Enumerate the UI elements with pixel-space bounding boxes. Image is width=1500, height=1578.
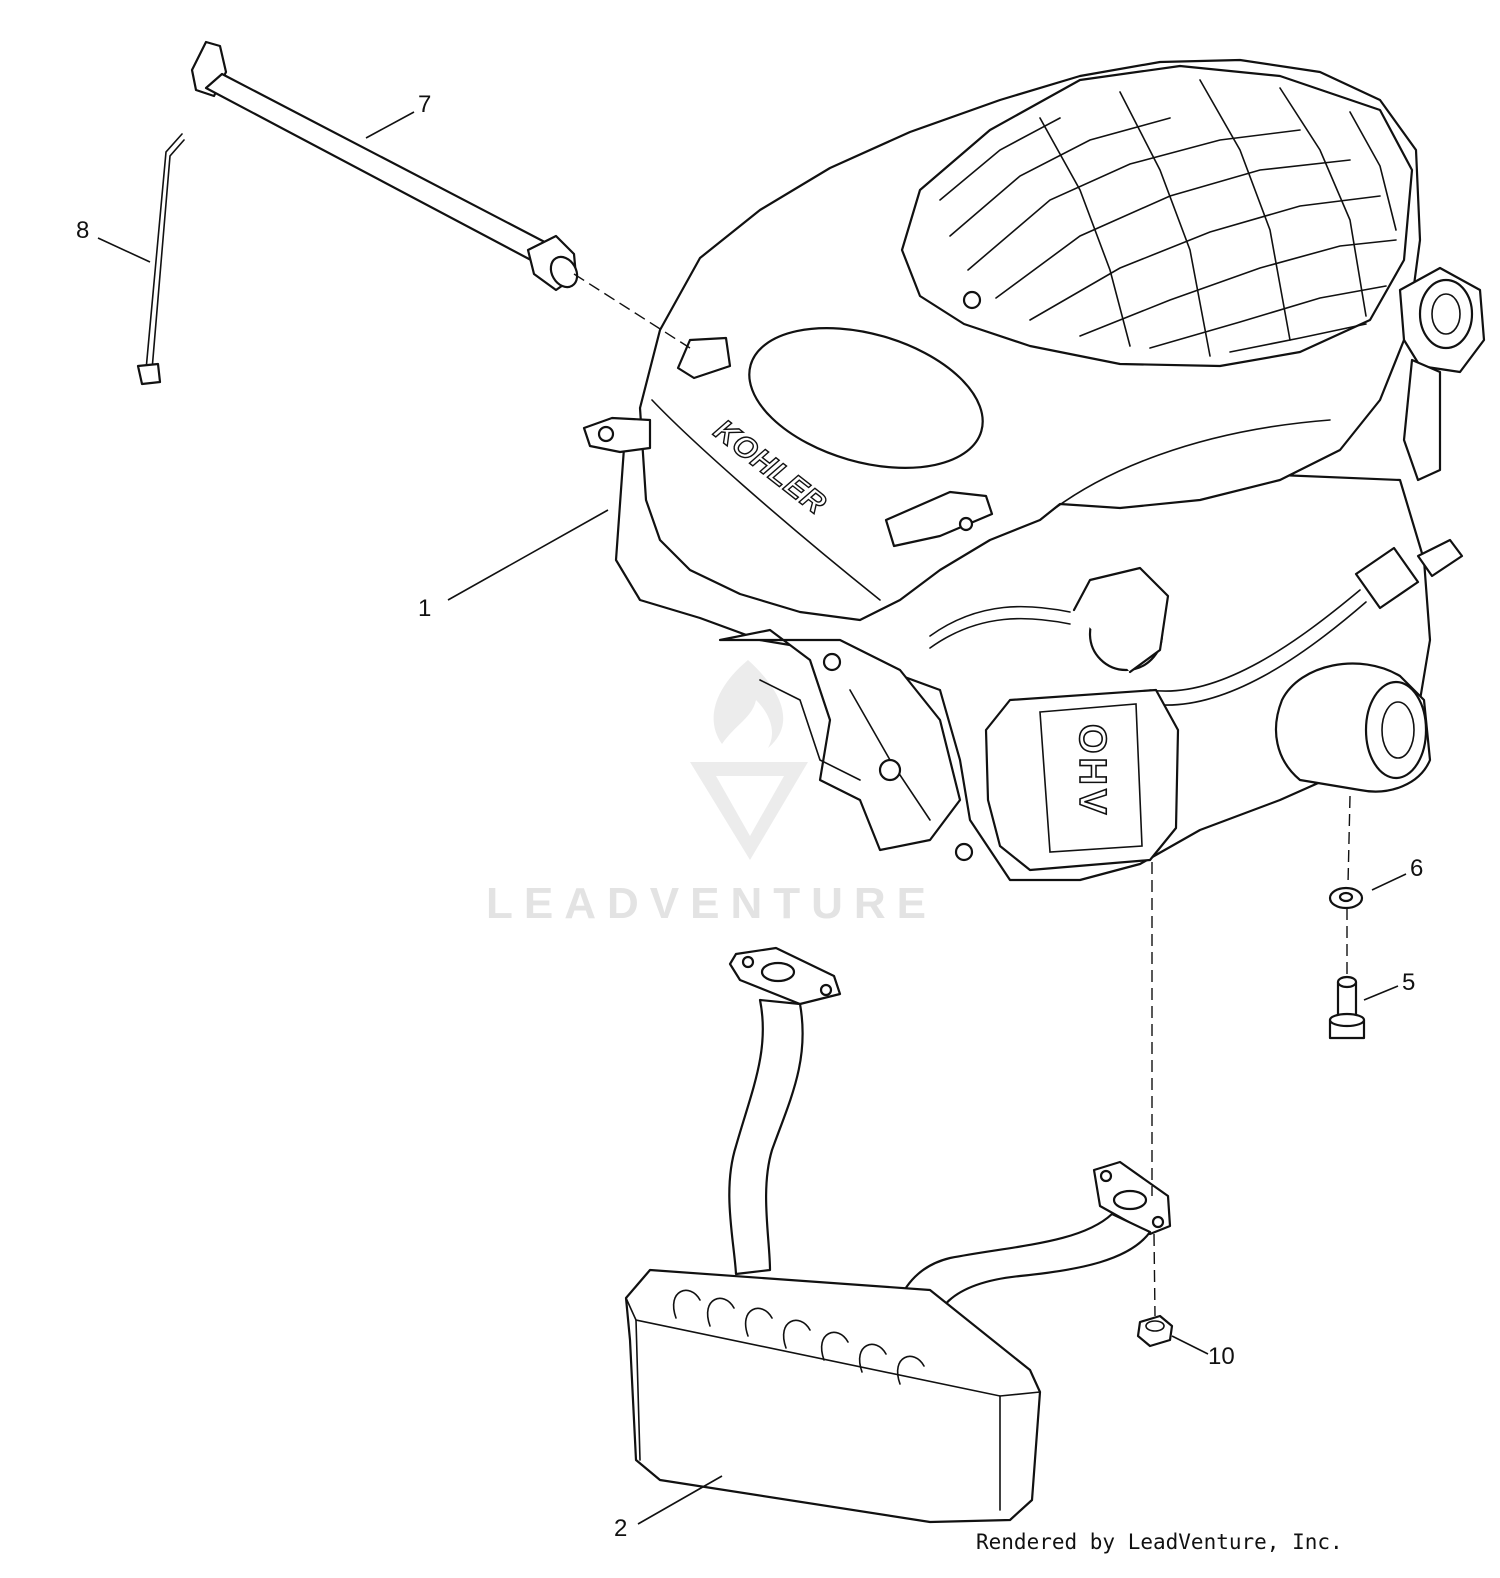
alignment-line-dipstick (573, 273, 691, 349)
callout-6: 6 (1410, 855, 1423, 882)
render-credit: Rendered by LeadVenture, Inc. (976, 1530, 1343, 1554)
watermark-text: LEADVENTURE (486, 879, 937, 928)
part-10-nut (1136, 1314, 1174, 1348)
leader-1 (447, 509, 609, 601)
leader-2 (637, 1475, 723, 1525)
leader-8 (97, 237, 151, 263)
callout-10: 10 (1208, 1343, 1235, 1370)
callout-2: 2 (614, 1515, 627, 1542)
leader-7 (365, 111, 415, 139)
part-2-muffler (624, 946, 1172, 1524)
watermark-logo (690, 660, 808, 860)
part-7-dipstick-tube (190, 40, 579, 292)
callout-5: 5 (1402, 969, 1415, 996)
callout-1: 1 (418, 595, 431, 622)
blower-grille (939, 79, 1397, 357)
part-6-washer (1328, 886, 1364, 910)
leader-10 (1171, 1335, 1209, 1355)
part-5-bolt (1328, 975, 1366, 1040)
valve-cover-mark: OHV (1071, 724, 1113, 818)
alignment-line-muffler (1151, 862, 1156, 1317)
part-1-engine: OHV KOHLER (582, 58, 1486, 882)
alignment-line-filter (1346, 795, 1351, 976)
callout-8: 8 (76, 217, 89, 244)
leader-6 (1371, 873, 1407, 891)
callout-7: 7 (418, 91, 431, 118)
leader-5 (1363, 985, 1399, 1001)
part-8-cable-tie (136, 133, 185, 386)
